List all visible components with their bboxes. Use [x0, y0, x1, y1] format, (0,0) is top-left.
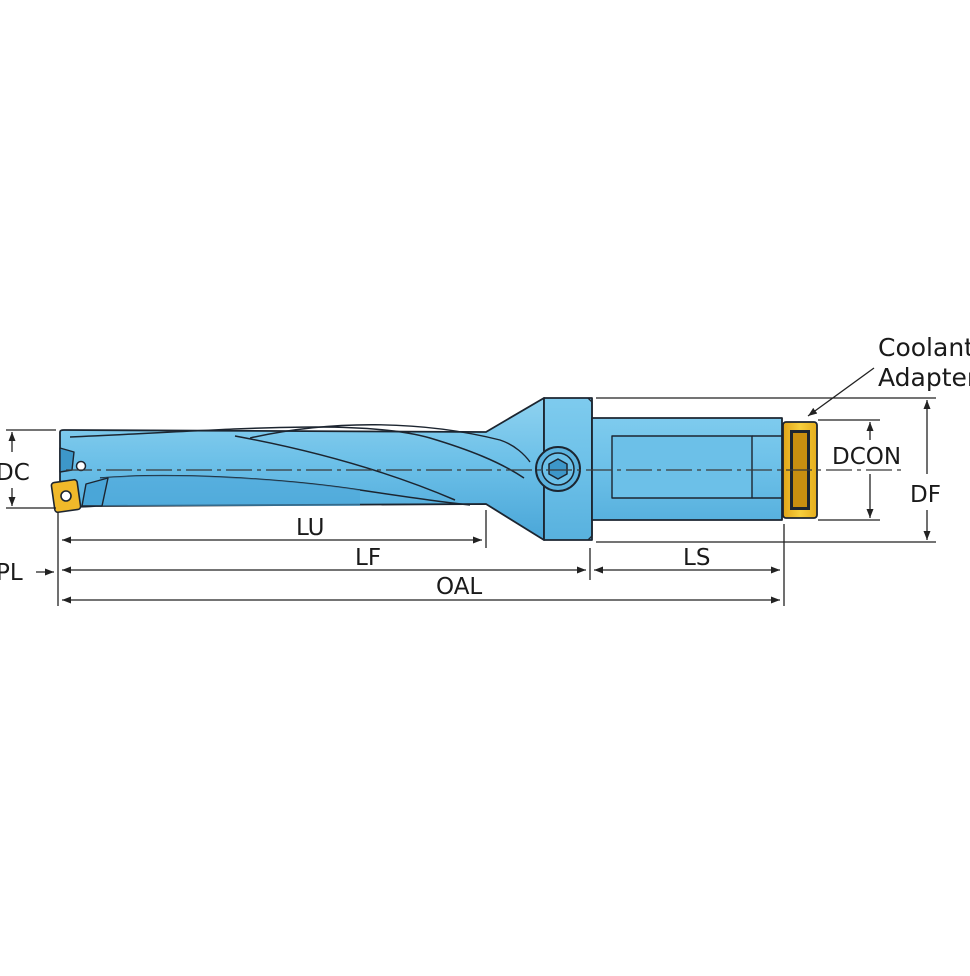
- hex-socket: [548, 458, 568, 480]
- chip-pocket: [81, 477, 109, 507]
- chip-pocket: [59, 447, 75, 473]
- label-oal: OAL: [436, 574, 482, 600]
- label-lf: LF: [355, 545, 381, 571]
- label-df: DF: [910, 482, 941, 508]
- flute-line: [69, 426, 525, 479]
- cutting-insert: [50, 478, 82, 514]
- label-lu: LU: [296, 515, 325, 541]
- coolant-hole: [75, 460, 87, 472]
- flute-line: [234, 435, 456, 501]
- shank-flat: [611, 435, 753, 499]
- dimension-lines: [6, 367, 936, 606]
- callout-coolant: Coolant: [878, 333, 970, 362]
- drill-tool: [59, 397, 818, 541]
- label-dcon: DCON: [832, 444, 901, 470]
- callout-adapter: Adapter: [878, 363, 970, 392]
- insert-screw: [60, 490, 72, 502]
- flute-shade: [96, 475, 360, 506]
- label-ls: LS: [683, 545, 710, 571]
- flute-line: [249, 424, 531, 463]
- label-pl: PL: [0, 560, 23, 586]
- label-dc: DC: [0, 460, 30, 486]
